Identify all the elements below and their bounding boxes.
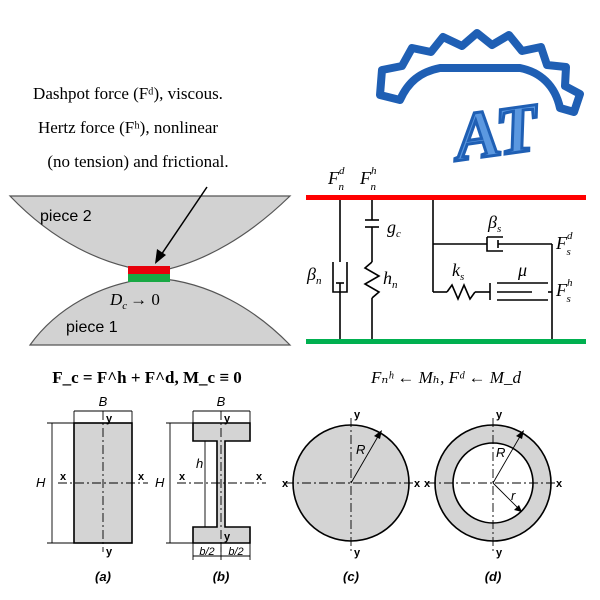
h-web-label: h [196, 456, 203, 471]
hn-label: hn [383, 268, 398, 291]
x-axis-label-left: x [282, 478, 289, 490]
section-a: B H x x y y (a) [36, 394, 148, 584]
top-plate [306, 195, 586, 200]
caption-a: (a) [95, 569, 111, 584]
contact-desc-line1: Dashpot force (Fᵈ), viscous. [33, 84, 223, 103]
section-b: B H h x x y y b/2 b/2 (b) [155, 394, 266, 584]
y-axis-label-top: y [496, 409, 503, 421]
piece-1-label: piece 1 [66, 319, 118, 336]
mu-label: μ [517, 260, 527, 280]
contact-desc-line2: Hertz force (Fʰ), nonlinear [38, 118, 218, 137]
b-label: B [99, 394, 108, 409]
hertz-spring-icon [363, 261, 381, 299]
friction-slider-icon [497, 282, 548, 301]
section-c: R x x y y (c) [282, 409, 421, 584]
gc-label: gc [387, 217, 401, 240]
y-axis-label-bottom: y [354, 547, 361, 559]
inner-r-label: r [511, 488, 516, 503]
contact-diagram: Dashpot force (Fᵈ), viscous. Hertz force… [8, 84, 292, 387]
logo: AT [376, 29, 584, 177]
x-axis-label-right: x [256, 471, 263, 483]
caption-d: (d) [485, 569, 502, 584]
dc-label: Dc→ 0 [109, 290, 160, 312]
x-axis-label-left: x [60, 471, 67, 483]
contact-bottom-bar [128, 274, 170, 282]
y-axis-label-top: y [354, 409, 361, 421]
logo-text: AT [446, 88, 545, 176]
piece-2-label: piece 2 [40, 208, 92, 225]
beta-s-dashpot-icon [486, 236, 503, 252]
contact-top-bar [128, 266, 170, 274]
pointer-arrowhead [155, 249, 166, 264]
x-axis-label-left: x [179, 471, 186, 483]
inner-radius-line [492, 482, 522, 512]
radius-line [350, 432, 381, 484]
y-axis-label-top: y [224, 413, 231, 425]
r-label: R [356, 442, 365, 457]
y-axis-label-bottom: y [224, 531, 231, 543]
beta-s-label: βs [487, 212, 501, 235]
contact-equation: F_c = F^h + F^d, M_c ≡ 0 [52, 368, 242, 387]
x-axis-label-left: x [424, 478, 431, 490]
gear-icon [376, 29, 584, 116]
caption-b: (b) [213, 569, 230, 584]
contact-desc-line3: (no tension) and frictional. [47, 152, 228, 171]
y-axis-label-bottom: y [496, 547, 503, 559]
rheology-equation: Fₙʰ ← Mₕ, Fᵈ ← M_d [370, 368, 521, 387]
y-axis-label-top: y [106, 413, 113, 425]
half-width-label-right: b/2 [228, 546, 243, 558]
half-width-label-left: b/2 [199, 546, 214, 558]
pointer-arrow-line [158, 186, 208, 259]
h-total-label: H [155, 475, 165, 490]
ks-spring-icon [446, 282, 476, 302]
caption-c: (c) [343, 569, 359, 584]
y-axis-label-bottom: y [106, 546, 113, 558]
beta-n-label: βn [306, 264, 322, 287]
x-axis-label-right: x [414, 478, 421, 490]
outer-radius-line [492, 432, 523, 484]
h-label: H [36, 475, 46, 490]
section-d: R r x x y y (d) [424, 409, 563, 584]
bottom-plate [306, 339, 586, 344]
ks-label: ks [452, 260, 464, 283]
outer-r-label: R [496, 445, 505, 460]
b-label: B [217, 394, 226, 409]
x-axis-label-right: x [556, 478, 563, 490]
x-axis-label-right: x [138, 471, 145, 483]
